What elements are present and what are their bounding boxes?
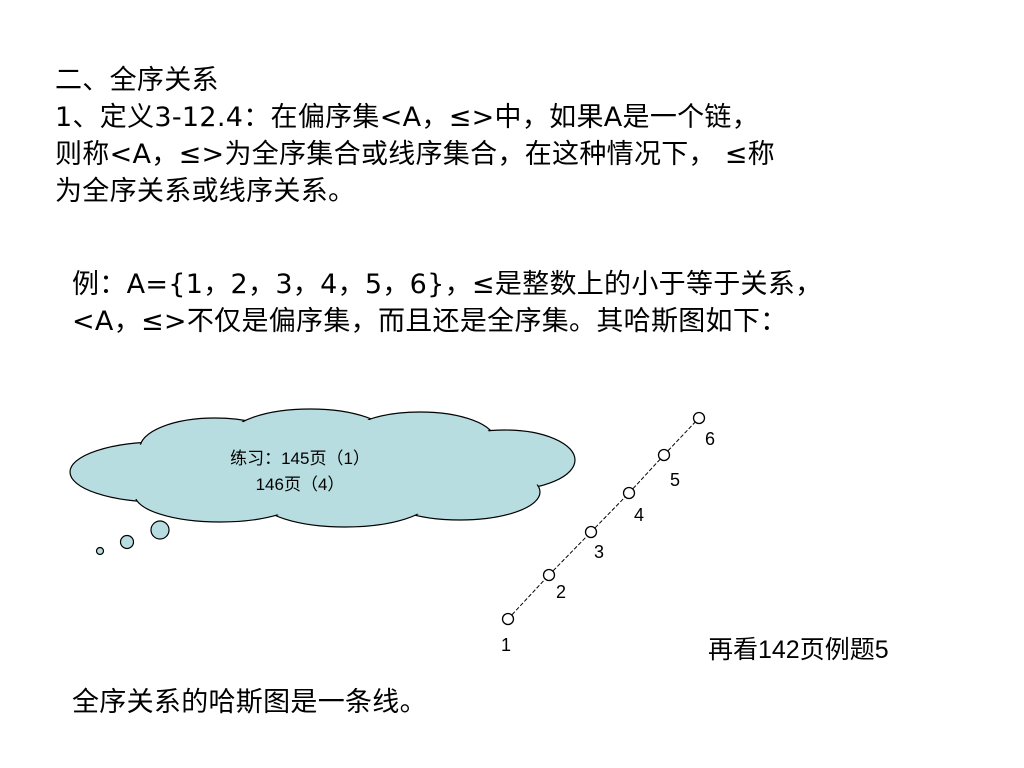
definition-block: 二、全序关系 1、定义3-12.4：在偏序集<A，≤>中，如果A是一个链， 则称…	[55, 62, 775, 210]
definition-line-2: 则称<A，≤>为全序集合或线序集合，在这种情况下， ≤称	[55, 139, 775, 170]
hasse-label-6: 6	[705, 429, 715, 449]
hasse-edge-1-2	[511, 579, 546, 615]
hasse-edge-3-4	[594, 496, 626, 529]
hasse-label-2: 2	[556, 582, 566, 602]
exercise-line-1: 练习：145页（1）	[230, 449, 370, 468]
hasse-edge-2-3	[552, 535, 588, 572]
section-title: 二、全序关系	[55, 65, 219, 96]
example-line-2: <A，≤>不仅是偏序集，而且还是全序集。其哈斯图如下：	[72, 306, 788, 337]
hasse-label-3: 3	[594, 542, 604, 562]
cloud-bubble-small	[95, 546, 105, 556]
hasse-node-6	[692, 411, 706, 425]
hasse-node-1	[501, 612, 515, 626]
definition-line-1: 1、定义3-12.4：在偏序集<A，≤>中，如果A是一个链，	[55, 102, 760, 133]
definition-line-3: 为全序关系或线序关系。	[55, 176, 356, 207]
hasse-node-3	[584, 525, 598, 539]
example-line-1: 例：A={1，2，3，4，5，6}，≤是整数上的小于等于关系，	[72, 269, 823, 300]
cloud-bubble-medium	[119, 534, 135, 550]
hasse-node-4	[622, 486, 636, 500]
example-block: 例：A={1，2，3，4，5，6}，≤是整数上的小于等于关系， <A，≤>不仅是…	[72, 266, 822, 340]
hasse-label-5: 5	[670, 470, 680, 490]
hasse-label-4: 4	[634, 505, 644, 525]
hasse-node-5	[657, 448, 671, 462]
conclusion-line: 全序关系的哈斯图是一条线。	[72, 687, 427, 718]
hasse-edge-4-5	[632, 459, 661, 489]
hasse-node-2	[542, 568, 556, 582]
hasse-edge-5-6	[667, 422, 696, 451]
see-also-note: 再看142页例题5	[708, 636, 889, 664]
exercise-line-2: 146页（4）	[255, 475, 345, 494]
hasse-label-1: 1	[501, 635, 511, 655]
cloud-bubble-large	[150, 520, 170, 540]
